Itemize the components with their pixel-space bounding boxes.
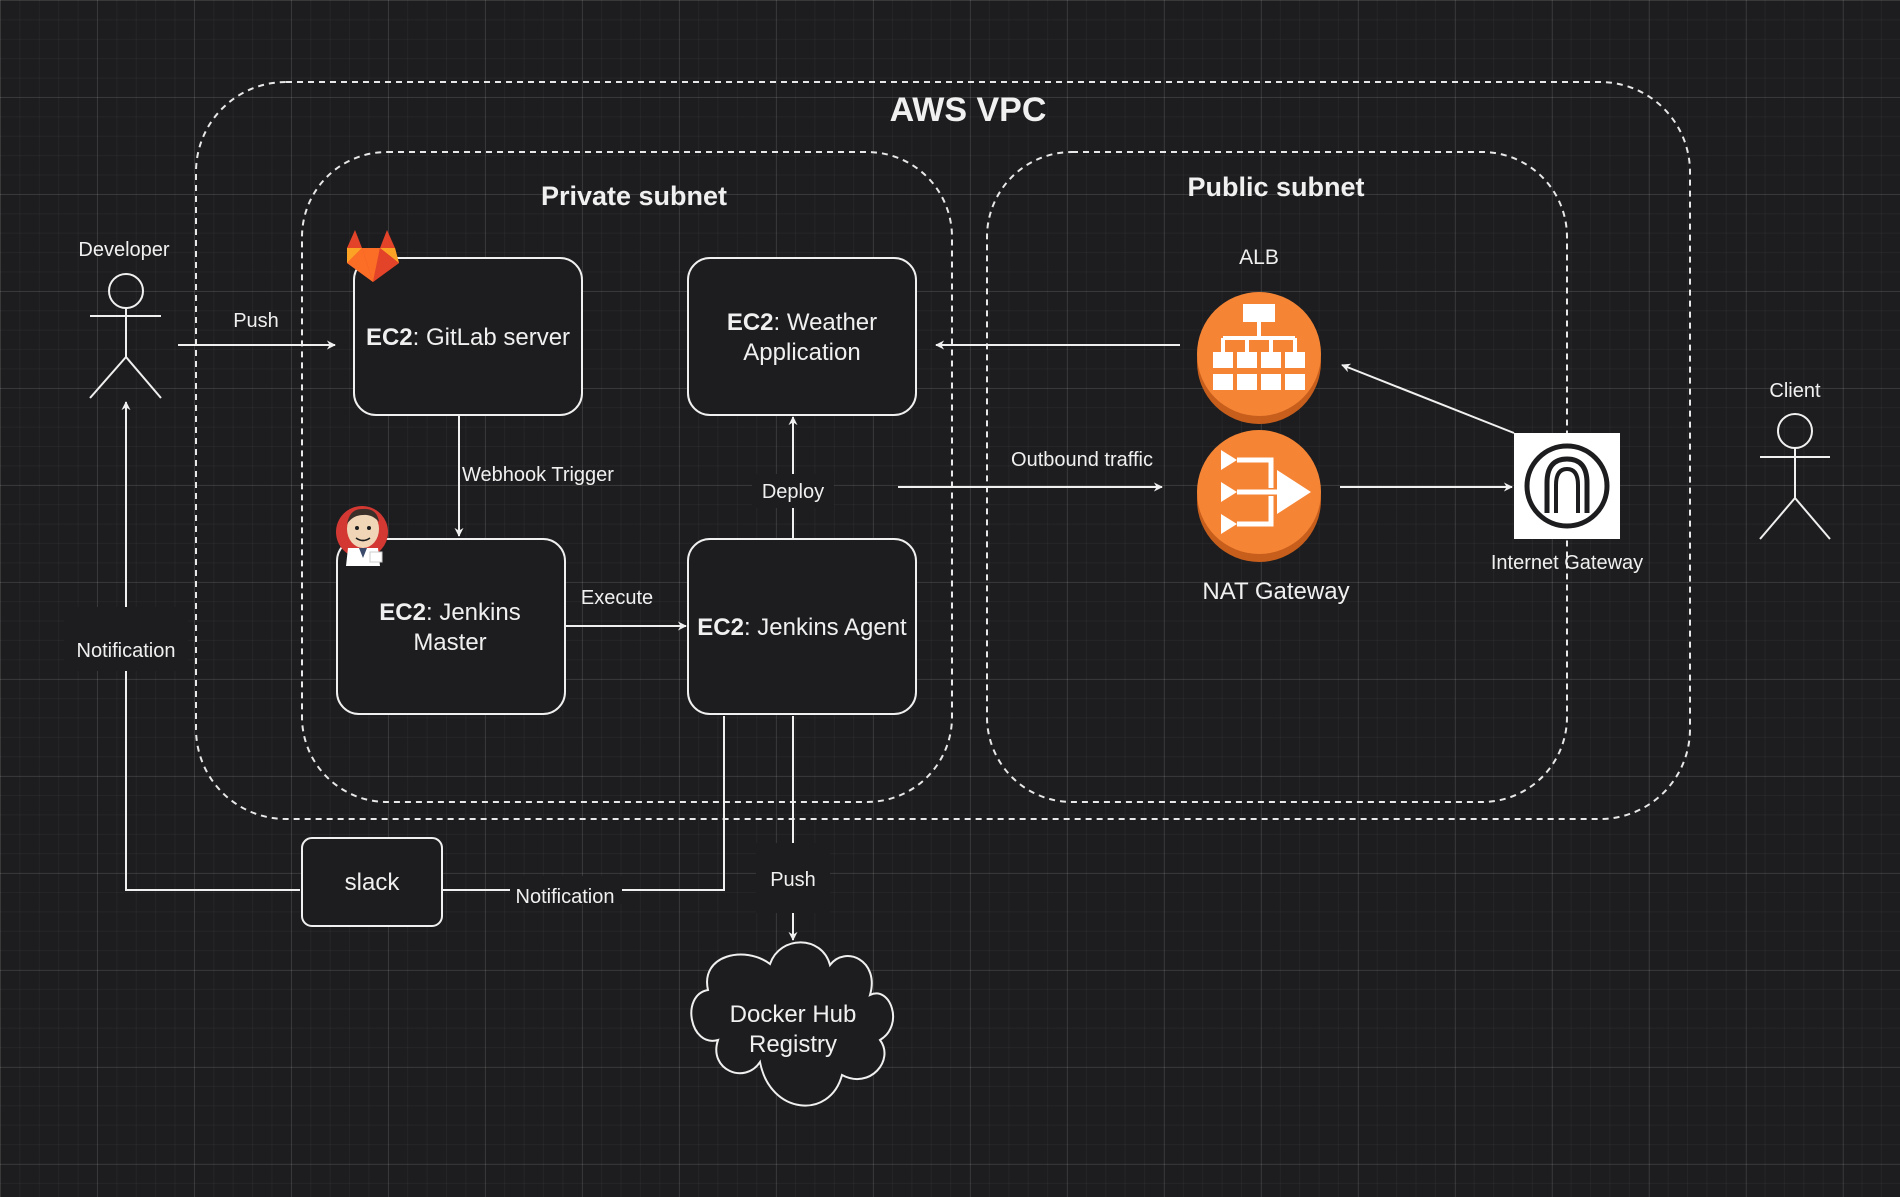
svg-text:EC2: Jenkins Agent: EC2: Jenkins Agent <box>697 614 907 641</box>
private-subnet-title: Private subnet <box>541 181 727 211</box>
developer-label: Developer <box>78 239 170 261</box>
edge-label-push: Push <box>233 310 279 332</box>
internet-gateway-icon[interactable] <box>1514 433 1620 539</box>
vpc-title: AWS VPC <box>890 91 1047 129</box>
edge-label-deploy: Deploy <box>762 481 824 503</box>
private-subnet-group[interactable] <box>301 151 953 803</box>
alb-icon[interactable] <box>1197 292 1321 424</box>
node-jenkins-agent[interactable]: EC2: Jenkins Agent <box>687 538 917 715</box>
node-slack[interactable]: slack <box>301 837 443 927</box>
node-jenkins-master[interactable]: EC2: Jenkins Master <box>336 538 566 715</box>
edge-igw-to-alb[interactable] <box>1341 363 1515 434</box>
public-subnet-title: Public subnet <box>1187 172 1364 202</box>
internet-gateway-label: Internet Gateway <box>1491 552 1643 574</box>
edge-label-outbound: Outbound traffic <box>1011 449 1153 471</box>
node-docker-hub-registry[interactable]: Docker Hub Registry <box>690 941 895 1107</box>
nat-gateway-icon[interactable] <box>1197 430 1321 562</box>
svg-text:Registry: Registry <box>749 1031 837 1058</box>
client-label: Client <box>1769 380 1821 402</box>
edge-notification-developer[interactable] <box>121 401 300 891</box>
gitlab-icon <box>347 230 399 282</box>
edge-label-notification-slack: Notification <box>516 886 615 908</box>
node-gitlab-server[interactable]: EC2: GitLab server <box>353 257 583 416</box>
svg-text:EC2: Jenkins: EC2: Jenkins <box>379 599 520 626</box>
edge-label-notification-developer: Notification <box>77 640 176 662</box>
node-weather-application[interactable]: EC2: Weather Application <box>687 257 917 416</box>
svg-text:Application: Application <box>743 339 860 366</box>
alb-label: ALB <box>1239 246 1279 269</box>
jenkins-icon <box>336 506 388 566</box>
svg-text:Master: Master <box>413 629 486 656</box>
edge-label-execute: Execute <box>581 587 653 609</box>
vpc-group[interactable] <box>195 81 1691 820</box>
svg-text:Docker Hub: Docker Hub <box>730 1001 857 1028</box>
edge-label-push-docker: Push <box>770 869 816 891</box>
edge-label-webhook: Webhook Trigger <box>462 464 614 486</box>
svg-text:EC2: GitLab server: EC2: GitLab server <box>366 324 570 351</box>
developer-stick-figure-icon[interactable] <box>89 273 162 399</box>
client-stick-figure-icon[interactable] <box>1759 413 1831 540</box>
svg-text:slack: slack <box>345 869 401 896</box>
nat-gateway-label: NAT Gateway <box>1202 578 1349 605</box>
svg-text:EC2: Weather: EC2: Weather <box>727 309 877 336</box>
